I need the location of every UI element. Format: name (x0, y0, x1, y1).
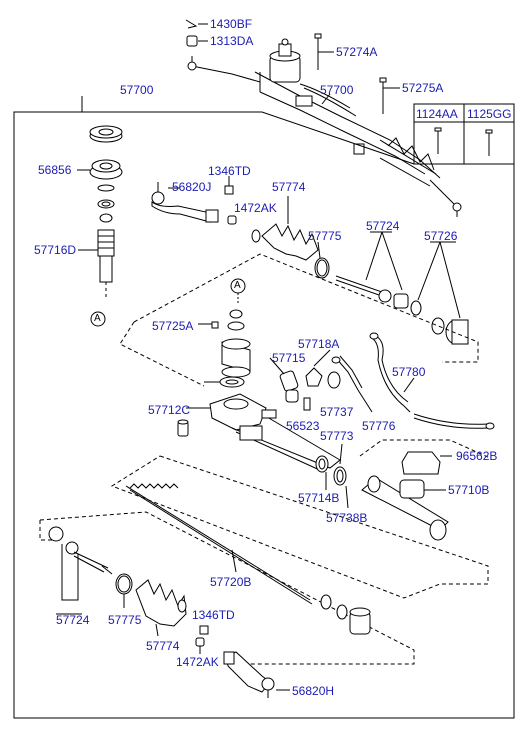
pinion-57716D-drawing (78, 229, 115, 327)
tie-rod-end-56820J-drawing (151, 182, 219, 223)
housing-57712C-drawing (177, 393, 341, 473)
label-57737: 57737 (320, 405, 354, 419)
label-57724-bot: 57724 (56, 613, 90, 627)
label-1346TD-top: 1346TD (208, 164, 251, 178)
pipes-57780-drawing (331, 332, 495, 430)
bushing-57726-drawing (410, 241, 469, 345)
label-57724-top: 57724 (366, 219, 400, 233)
nut-1346TD-top-drawing (224, 176, 237, 225)
label-1472AK-bot: 1472AK (176, 655, 219, 669)
ring-57775-bot-drawing (115, 573, 133, 608)
label-57773: 57773 (320, 429, 354, 443)
label-57725A: 57725A (152, 319, 194, 333)
label-1313DA: 1313DA (210, 34, 254, 48)
label-96562B: 96562B (456, 449, 498, 463)
label-57720B: 57720B (210, 575, 252, 589)
label-57774-top: 57774 (272, 180, 306, 194)
valve-parts-57715-drawing (269, 349, 341, 411)
valve-57725A-drawing (198, 309, 251, 388)
boot-57774-bot-drawing (135, 579, 187, 637)
label-57716D: 57716D (34, 243, 77, 257)
bolt-table-frame (413, 103, 515, 165)
label-1346TD-bot: 1346TD (192, 608, 235, 622)
table-cell-1125GG: 1125GG (467, 107, 512, 121)
label-57712C: 57712C (148, 403, 191, 417)
label-56820J: 56820J (172, 180, 212, 194)
label-57710B: 57710B (448, 483, 490, 497)
label-56523: 56523 (286, 419, 320, 433)
label-1472AK-top: 1472AK (234, 201, 277, 215)
label-57700-box: 57700 (120, 83, 154, 97)
ring-57775-top-drawing (314, 241, 330, 279)
label-57275A: 57275A (402, 81, 444, 95)
label-1430BF: 1430BF (210, 17, 253, 31)
callout-A-markers (230, 278, 246, 304)
boot-57774-top-drawing (251, 196, 319, 261)
label-57700-top: 57700 (320, 83, 354, 97)
inner-tie-rod-57724-bot-drawing (48, 526, 113, 601)
label-57718A: 57718A (298, 337, 340, 351)
main-assembly-frame (13, 96, 515, 719)
rack-57720B-drawing (125, 483, 313, 605)
callout-A-top: A (234, 280, 241, 291)
rack-end-seals-drawing (320, 594, 371, 635)
table-cell-1124AA: 1124AA (416, 107, 458, 121)
top-assembly-drawing (185, 19, 462, 217)
seals-57773-drawing (315, 443, 349, 509)
label-57726: 57726 (424, 229, 458, 243)
label-57775-top: 57775 (308, 229, 342, 243)
mount-56856-drawing (77, 125, 123, 223)
label-57274A: 57274A (336, 45, 378, 59)
label-57776: 57776 (362, 419, 396, 433)
label-57775-bot: 57775 (108, 613, 142, 627)
cylinder-57710B-drawing (361, 451, 452, 541)
tie-rod-end-56820H-drawing (223, 651, 290, 698)
label-56820H: 56820H (292, 684, 335, 698)
label-57715: 57715 (272, 351, 306, 365)
label-57714B: 57714B (298, 491, 340, 505)
inner-tie-rod-57724-top-drawing (335, 231, 409, 309)
label-56856: 56856 (38, 163, 72, 177)
label-57774-bot: 57774 (146, 639, 180, 653)
label-57780: 57780 (392, 365, 426, 379)
label-57738B: 57738B (326, 511, 368, 525)
nut-1346TD-bot-drawing (195, 625, 209, 654)
callout-A-left: A (94, 313, 101, 324)
